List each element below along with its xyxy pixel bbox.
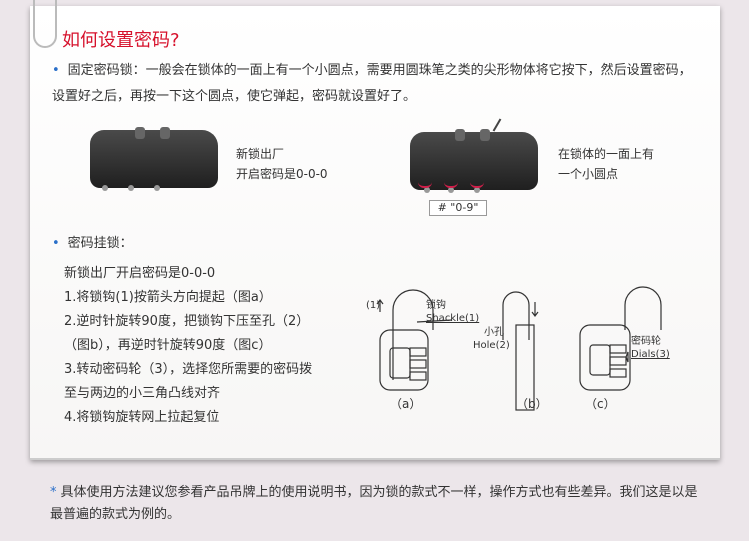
bullet-icon: • — [52, 63, 60, 78]
arrow-icon — [418, 182, 432, 188]
arrow-icon — [444, 182, 458, 188]
padlock-steps: •密码挂锁： 新锁出厂开启密码是0-0-0 1.将锁钩(1)按箭头方向提起（图a… — [52, 236, 313, 425]
fixed-lock-paragraph: •固定密码锁：一般会在锁体的一面上有一个小圆点，需要用圆珠笔之类的尖形物体将它按… — [52, 63, 692, 104]
arrow-icon — [470, 182, 484, 188]
up-arrow-icon — [376, 299, 384, 312]
asterisk-icon: * — [50, 485, 57, 500]
figure-c-label: （c） — [585, 397, 616, 411]
caption-right: 在锁体的一面上有一个小圆点 — [558, 147, 655, 181]
hole-label-cn: 小孔 — [484, 327, 504, 338]
padlock-diagram — [376, 286, 662, 411]
paperclip-icon — [33, 0, 57, 48]
padlock-body-a — [379, 329, 429, 391]
usage-note: *具体使用方法建议您参看产品吊牌上的使用说明书，因为锁的款式不一样，操作方式也有… — [50, 485, 698, 522]
padlock-body-c — [579, 324, 631, 391]
down-arrow-icon — [531, 302, 539, 317]
shackle-c — [624, 286, 662, 330]
shackle-label-en: Shackle(1) — [426, 313, 480, 324]
shackle-label-cn: 锁钩 — [426, 300, 446, 311]
shackle-a — [392, 289, 434, 380]
arrow-label: (1) — [366, 300, 381, 311]
bullet-icon: • — [52, 236, 60, 251]
figure-b-label: （b） — [516, 397, 548, 411]
caption-left: 新锁出厂开启密码是0-0-0 — [236, 147, 328, 181]
dials-label-en: Dials(3) — [631, 349, 670, 360]
dials-label-cn: 密码轮 — [631, 336, 661, 347]
instruction-card — [30, 6, 720, 460]
lock-image-left — [90, 127, 218, 191]
page-title: 如何设置密码? — [62, 30, 180, 51]
figure-a-label: （a） — [390, 397, 422, 411]
padlock-body-b — [515, 324, 535, 411]
hole-label-en: Hole(2) — [473, 340, 510, 351]
dial-range-tag: # "0-9" — [429, 200, 487, 216]
shackle-b — [502, 291, 530, 340]
lock-image-right — [410, 129, 538, 193]
